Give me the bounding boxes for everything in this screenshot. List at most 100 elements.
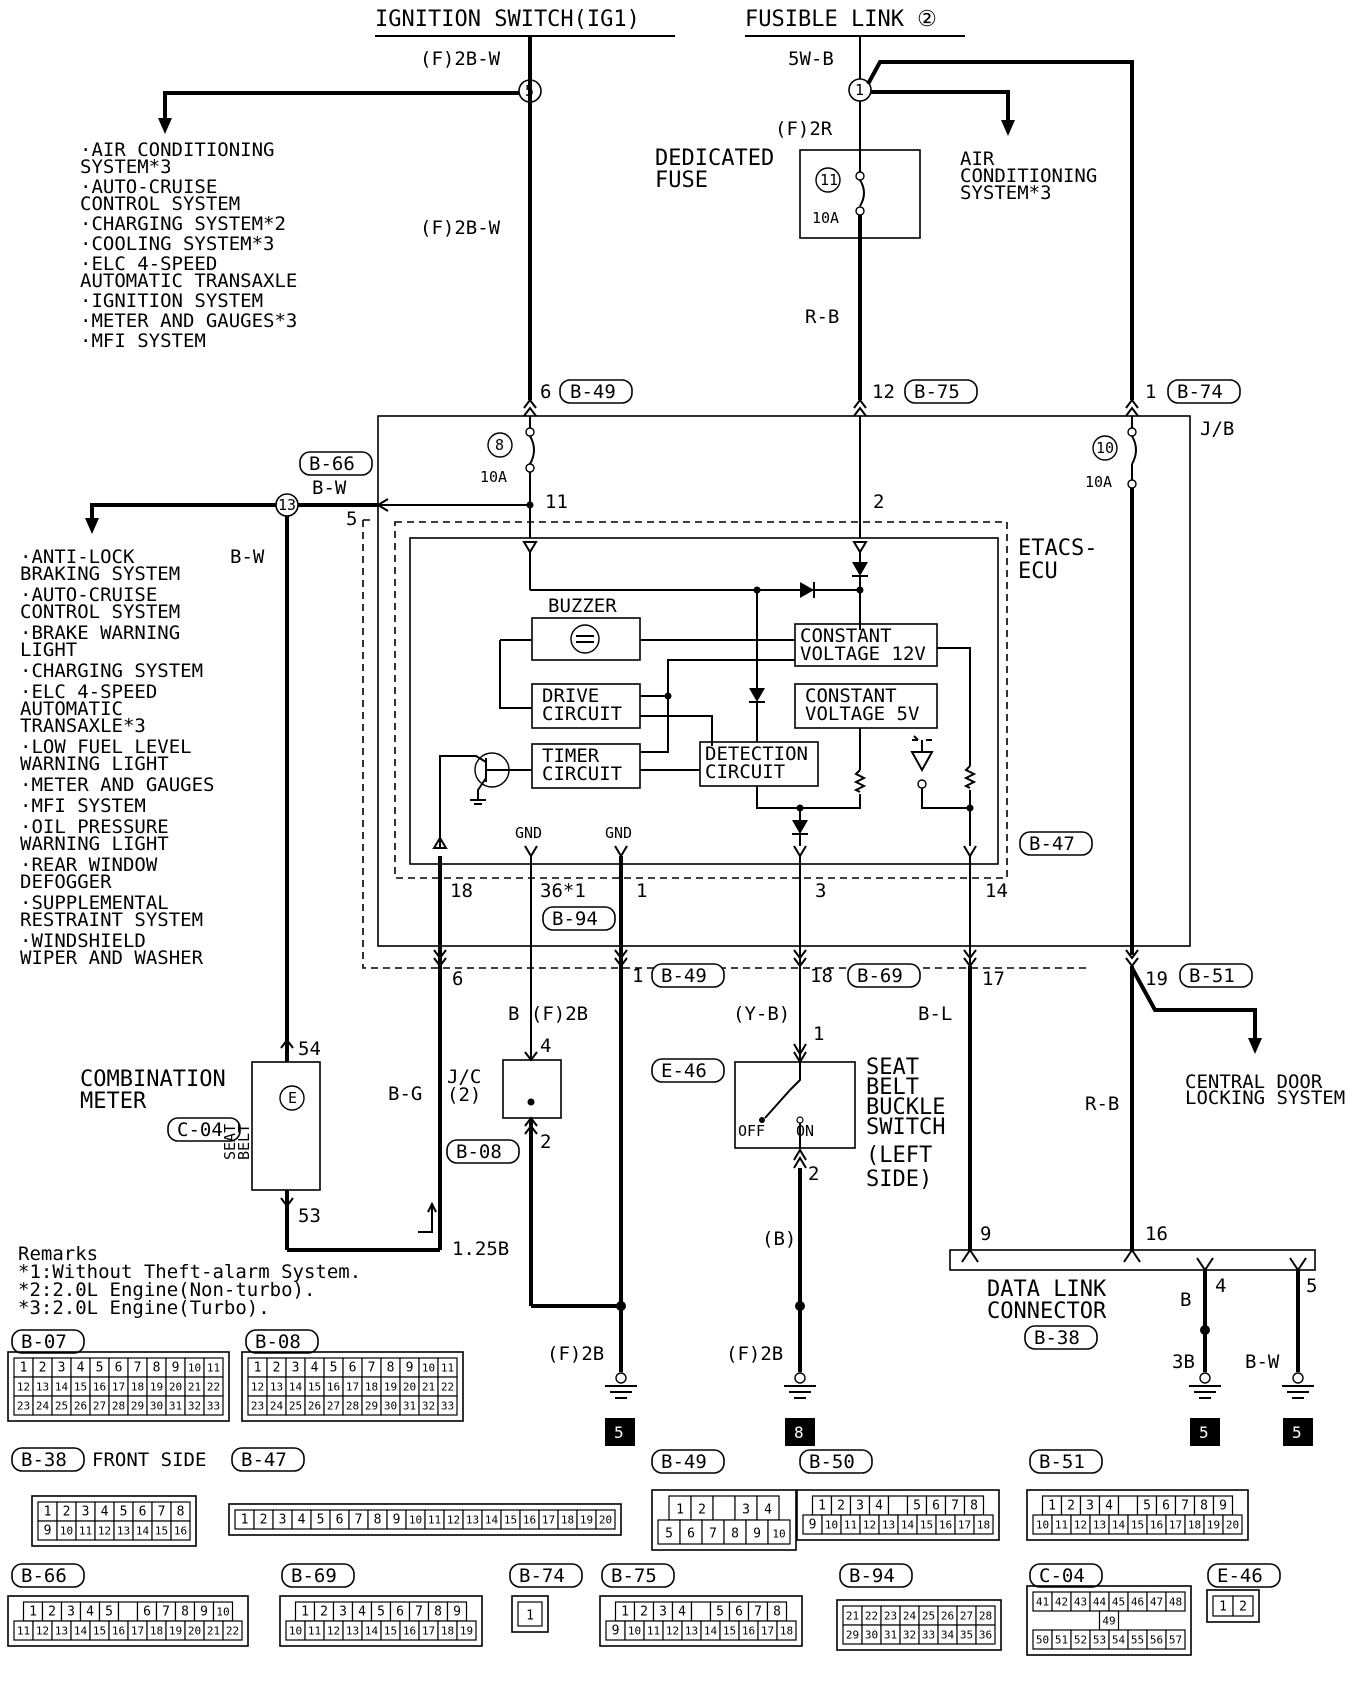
connector-pin: 22 <box>226 1625 239 1638</box>
connector-pin: 10 <box>409 1514 422 1527</box>
connector-pin: 6 <box>687 1526 695 1541</box>
connector-pin: 13 <box>466 1514 479 1527</box>
connector-pin: 16 <box>174 1525 187 1538</box>
cv12-label-2: VOLTAGE 12V <box>800 643 926 665</box>
connector-pin: 10 <box>188 1362 201 1375</box>
connector-pin: 17 <box>542 1514 555 1527</box>
connector-pin: 15 <box>1131 1519 1144 1532</box>
ground-8: 8 <box>794 1423 804 1442</box>
connector-pin: 9 <box>200 1605 208 1620</box>
connector-pin: 14 <box>1112 1519 1126 1532</box>
tag-b47: B-47 <box>1029 833 1075 855</box>
connector-pin: 23 <box>884 1610 897 1623</box>
connector-pin: 19 <box>1207 1519 1220 1532</box>
connector-pin: 2 <box>48 1605 56 1620</box>
pin-11: 11 <box>545 491 568 513</box>
connector-tag-b69: B-69 <box>291 1565 337 1587</box>
pin-36: 36*1 <box>540 880 586 902</box>
connector-tag-b47: B-47 <box>241 1449 287 1471</box>
connector-pin: 33 <box>207 1400 220 1413</box>
wire-color-b-f2b: B (F)2B <box>508 1003 588 1025</box>
pin-12-top: 12 <box>872 381 895 403</box>
connector-pin: 29 <box>131 1400 144 1413</box>
connector-tag-b74: B-74 <box>519 1565 565 1587</box>
connector-pin: 11 <box>308 1625 321 1638</box>
connector-pin: 16 <box>523 1514 536 1527</box>
connector-pin: 10 <box>422 1362 435 1375</box>
connector-pin: 1 <box>1219 1599 1227 1614</box>
tag-e46: E-46 <box>661 1060 707 1082</box>
connector-pin: 9 <box>172 1361 180 1376</box>
tag-b49-top: B-49 <box>570 381 616 403</box>
dedicated-fuse-num: 11 <box>820 171 838 189</box>
wire-color-rb: R-B <box>805 306 839 328</box>
connector-pin: 5 <box>377 1605 385 1620</box>
left-list-2-item: ·BRAKE WARNING <box>20 622 180 644</box>
connector-pin: 13 <box>346 1625 359 1638</box>
pin-1-top: 1 <box>1145 381 1156 403</box>
cv5-label-2: VOLTAGE 5V <box>805 703 919 725</box>
connector-pin: 13 <box>685 1625 698 1638</box>
detect-label-2: CIRCUIT <box>705 761 785 783</box>
connector-pin: 21 <box>422 1381 435 1394</box>
connector-pin: 7 <box>368 1361 376 1376</box>
connector-tag-b50: B-50 <box>809 1451 855 1473</box>
wire-color-125b: 1.25B <box>452 1238 509 1260</box>
connector-pin: 3 <box>856 1499 864 1514</box>
buckle-label-3: BUCKLE <box>866 1095 945 1120</box>
connector-face-b07 <box>7 1351 230 1422</box>
wire-color-f2bw: (F)2B-W <box>420 48 501 70</box>
connector-pin: 1 <box>621 1605 629 1620</box>
connector-pin: 12 <box>1074 1519 1087 1532</box>
connector-tag-b07: B-07 <box>21 1331 67 1353</box>
connector-pin: 5 <box>105 1605 113 1620</box>
left-list-2-item: ·ELC 4-SPEED <box>20 681 157 703</box>
connector-pin: 1 <box>241 1513 249 1528</box>
connector-pin: 18 <box>561 1514 574 1527</box>
connector-pin: 16 <box>327 1381 340 1394</box>
connector-pin: 6 <box>115 1361 123 1376</box>
connector-pin: 8 <box>773 1605 781 1620</box>
connector-tag-b51: B-51 <box>1039 1451 1085 1473</box>
connector-pin: 15 <box>93 1625 106 1638</box>
left-list-2-item: ·MFI SYSTEM <box>20 795 146 817</box>
cv5-label-1: CONSTANT <box>805 685 897 707</box>
connector-pin: 47 <box>1150 1596 1163 1609</box>
connector-pin: 5 <box>1143 1499 1151 1514</box>
connector-pin: 5 <box>716 1605 724 1620</box>
connector-pin: 12 <box>447 1514 460 1527</box>
pin-18: 18 <box>450 880 473 902</box>
connector-pin: 1 <box>818 1499 826 1514</box>
connector-pin: 19 <box>580 1514 593 1527</box>
connector-pin: 12 <box>36 1625 49 1638</box>
connector-pin: 11 <box>844 1519 857 1532</box>
connector-pin: 9 <box>393 1513 401 1528</box>
tag-b69: B-69 <box>857 965 903 987</box>
pin-2-switch: 2 <box>808 1163 819 1185</box>
wire-color-f2bw-2: (F)2B-W <box>420 217 501 239</box>
etacs-ecu-outline <box>394 521 1008 879</box>
left-list-2-item: AUTOMATIC <box>20 698 123 720</box>
left-list-2-item: ·ANTI-LOCK <box>20 546 135 568</box>
connector-pin: 14 <box>136 1525 150 1538</box>
timer-circuit-box <box>531 743 641 789</box>
connector-tag-b38: B-38 <box>21 1449 67 1471</box>
connector-face-b08 <box>241 1351 464 1422</box>
tag-b75: B-75 <box>914 381 960 403</box>
connector-pin: 10 <box>825 1519 838 1532</box>
left-list-2-item: RESTRAINT SYSTEM <box>20 909 203 931</box>
connector-pin: 28 <box>112 1400 125 1413</box>
ac-label-3: SYSTEM*3 <box>960 182 1052 204</box>
connector-pin: 5 <box>330 1361 338 1376</box>
fuse-8-amp: 10A <box>480 468 507 486</box>
pin-3: 3 <box>815 880 826 902</box>
connector-pin: 56 <box>1150 1634 1163 1647</box>
connector-pin: 4 <box>298 1513 306 1528</box>
connector-pin: 21 <box>207 1625 220 1638</box>
connector-pin: 7 <box>415 1605 423 1620</box>
connector-pin: 3 <box>292 1361 300 1376</box>
switch-off-label: OFF <box>738 1122 765 1140</box>
connector-pin: 54 <box>1112 1634 1126 1647</box>
connector-pin: 14 <box>55 1381 69 1394</box>
buckle-label-4: SWITCH <box>866 1115 945 1140</box>
